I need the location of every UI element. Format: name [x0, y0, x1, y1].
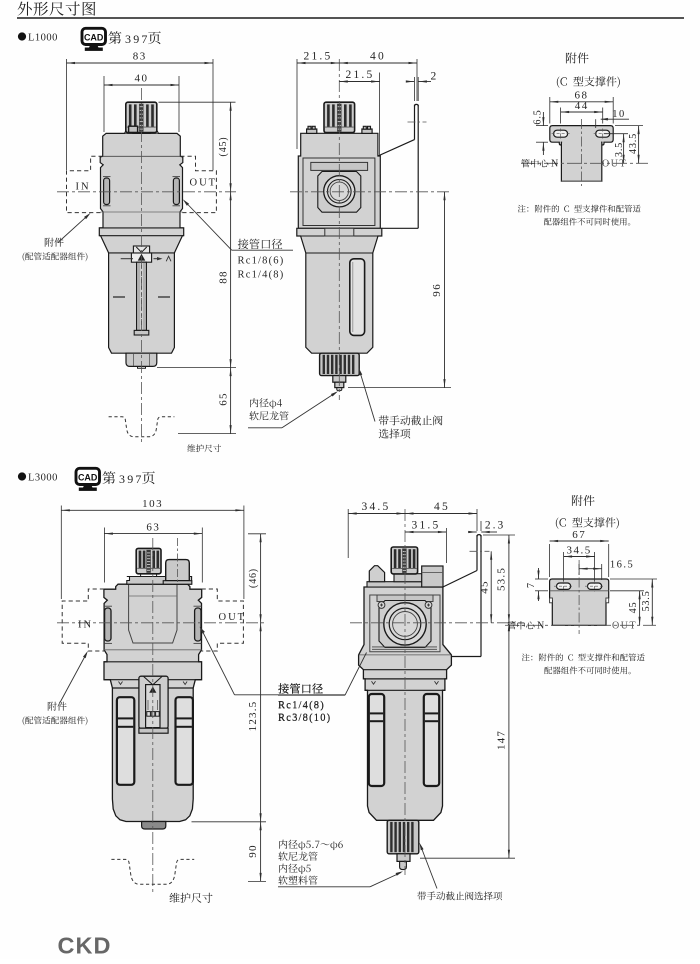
svg-text:7: 7 — [526, 582, 537, 588]
svg-text:Rc1/4(8): Rc1/4(8) — [278, 700, 325, 711]
svg-text:21.5: 21.5 — [346, 69, 375, 81]
svg-text:CAD: CAD — [78, 473, 98, 483]
svg-text:103: 103 — [142, 498, 163, 510]
svg-text:90: 90 — [247, 844, 259, 857]
svg-text:53.5: 53.5 — [495, 567, 507, 591]
svg-text:Rc1/4(8): Rc1/4(8) — [238, 270, 285, 281]
svg-text:397: 397 — [119, 472, 144, 486]
svg-text:53.5: 53.5 — [641, 590, 652, 611]
svg-text:397: 397 — [125, 32, 150, 46]
svg-text:67: 67 — [572, 529, 586, 541]
svg-text:45: 45 — [628, 602, 639, 614]
svg-text:IN: IN — [76, 182, 91, 193]
svg-text:34.5: 34.5 — [566, 544, 591, 556]
svg-text:63: 63 — [146, 521, 160, 533]
svg-text:N: N — [537, 621, 546, 632]
svg-text:2.3: 2.3 — [485, 520, 505, 532]
svg-text:43.5: 43.5 — [628, 133, 639, 154]
svg-text:Rc1/4(8): Rc1/4(8) — [278, 701, 325, 712]
svg-text:44: 44 — [575, 100, 589, 112]
svg-text:88: 88 — [217, 270, 229, 283]
svg-text:Rc3/8(10): Rc3/8(10) — [278, 713, 331, 724]
svg-text:65: 65 — [217, 392, 229, 405]
svg-text:OUT: OUT — [612, 621, 637, 632]
svg-text:IN: IN — [78, 620, 93, 631]
svg-text:123.5: 123.5 — [247, 701, 259, 732]
svg-text:21.5: 21.5 — [304, 51, 333, 63]
svg-text:L1000: L1000 — [28, 33, 58, 44]
svg-text:(45): (45) — [218, 137, 229, 157]
svg-text:16.5: 16.5 — [610, 560, 634, 571]
svg-text:CAD: CAD — [84, 33, 104, 43]
svg-text:147: 147 — [495, 730, 507, 750]
svg-text:68: 68 — [575, 90, 589, 102]
svg-text:10: 10 — [612, 109, 626, 120]
svg-text:34.5: 34.5 — [362, 501, 391, 513]
svg-text:2: 2 — [431, 71, 439, 83]
svg-text:3.5: 3.5 — [614, 142, 625, 157]
svg-text:Rc3/8(10): Rc3/8(10) — [278, 713, 331, 724]
svg-text:45: 45 — [434, 501, 450, 513]
svg-text:40: 40 — [370, 51, 386, 63]
svg-text:83: 83 — [133, 51, 147, 63]
svg-text:(46): (46) — [248, 568, 259, 588]
svg-text:45: 45 — [479, 580, 491, 593]
svg-text:N: N — [551, 159, 560, 170]
svg-text:OUT: OUT — [190, 177, 218, 188]
svg-text:OUT: OUT — [219, 612, 247, 623]
svg-text:Rc1/8(6): Rc1/8(6) — [238, 256, 285, 267]
svg-text:6.5: 6.5 — [532, 109, 543, 124]
svg-text:96: 96 — [431, 283, 443, 297]
svg-text:L3000: L3000 — [28, 473, 58, 484]
svg-text:CKD: CKD — [58, 933, 112, 959]
svg-text:40: 40 — [135, 73, 149, 85]
svg-text:OUT: OUT — [602, 159, 627, 170]
svg-text:31.5: 31.5 — [412, 520, 441, 532]
